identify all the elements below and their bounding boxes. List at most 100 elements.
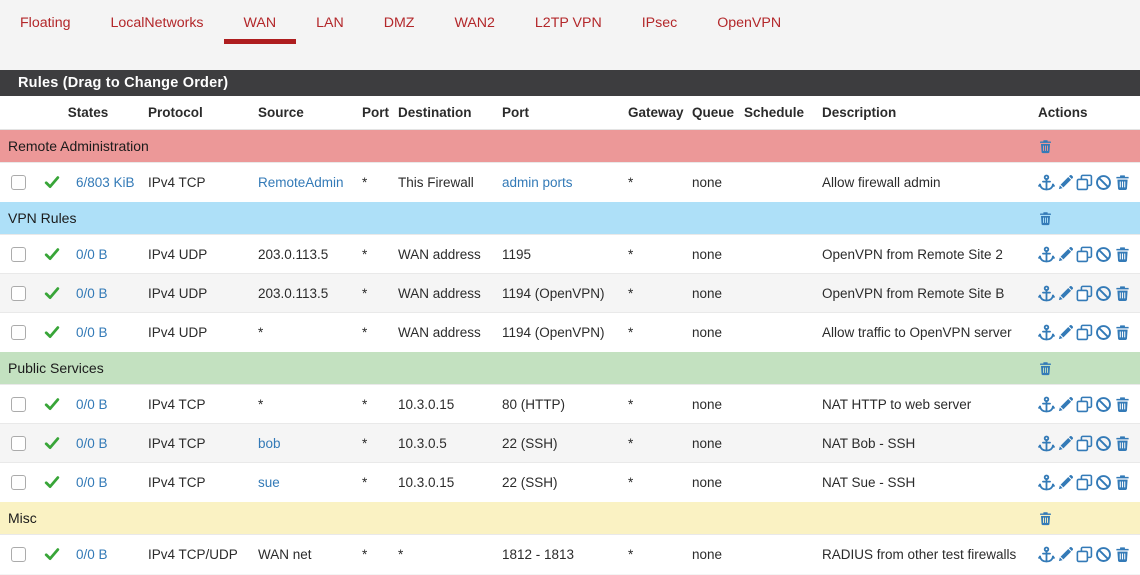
- states-link[interactable]: 6/803 KiB: [76, 174, 135, 190]
- move-anchor-icon[interactable]: [1038, 324, 1055, 341]
- row-checkbox[interactable]: [11, 396, 26, 412]
- source-port-cell: *: [354, 162, 390, 202]
- table-header-row: States Protocol Source Port Destination …: [0, 96, 1140, 130]
- row-checkbox[interactable]: [11, 435, 26, 451]
- edit-pencil-icon[interactable]: [1057, 246, 1074, 263]
- edit-pencil-icon[interactable]: [1057, 174, 1074, 191]
- row-checkbox[interactable]: [11, 547, 26, 563]
- delete-trash-icon[interactable]: [1114, 285, 1131, 302]
- disable-ban-icon[interactable]: [1095, 285, 1112, 302]
- states-link[interactable]: 0/0 B: [76, 435, 108, 451]
- edit-pencil-icon[interactable]: [1057, 546, 1074, 563]
- disable-ban-icon[interactable]: [1095, 396, 1112, 413]
- move-anchor-icon[interactable]: [1038, 174, 1055, 191]
- port-alias-link[interactable]: admin ports: [502, 174, 573, 190]
- delete-trash-icon[interactable]: [1038, 360, 1053, 377]
- tab-floating[interactable]: Floating: [20, 15, 71, 31]
- states-link[interactable]: 0/0 B: [76, 396, 108, 412]
- delete-trash-icon[interactable]: [1114, 435, 1131, 452]
- move-anchor-icon[interactable]: [1038, 474, 1055, 491]
- separator-row-remote-administration[interactable]: Remote Administration: [0, 129, 1140, 163]
- tab-wan[interactable]: WAN: [223, 6, 297, 44]
- disable-ban-icon[interactable]: [1095, 546, 1112, 563]
- queue-cell: none: [684, 462, 736, 502]
- delete-trash-icon[interactable]: [1114, 174, 1131, 191]
- copy-clone-icon[interactable]: [1076, 435, 1093, 452]
- row-checkbox[interactable]: [11, 474, 26, 490]
- row-checkbox[interactable]: [11, 285, 26, 301]
- row-checkbox[interactable]: [11, 174, 26, 190]
- checkbox-cell: [0, 234, 36, 274]
- delete-trash-icon[interactable]: [1114, 546, 1131, 563]
- disable-ban-icon[interactable]: [1095, 474, 1112, 491]
- source-alias-link[interactable]: sue: [258, 474, 280, 490]
- source-cell: *: [250, 312, 354, 352]
- delete-trash-icon[interactable]: [1114, 396, 1131, 413]
- move-anchor-icon[interactable]: [1038, 396, 1055, 413]
- destination-cell: *: [390, 534, 494, 574]
- states-link[interactable]: 0/0 B: [76, 285, 108, 301]
- tab-l2tp-vpn[interactable]: L2TP VPN: [534, 15, 602, 31]
- table-row[interactable]: 0/0 B IPv4 TCP/UDP WAN net * * 1812 - 18…: [0, 534, 1140, 574]
- table-row[interactable]: 0/0 B IPv4 TCP bob * 10.3.0.5 22 (SSH) *…: [0, 423, 1140, 463]
- table-row[interactable]: 6/803 KiB IPv4 TCP RemoteAdmin * This Fi…: [0, 162, 1140, 202]
- tab-localnetworks[interactable]: LocalNetworks: [110, 15, 204, 31]
- table-row[interactable]: 0/0 B IPv4 UDP 203.0.113.5 * WAN address…: [0, 273, 1140, 313]
- states-link[interactable]: 0/0 B: [76, 246, 108, 262]
- edit-pencil-icon[interactable]: [1057, 396, 1074, 413]
- move-anchor-icon[interactable]: [1038, 546, 1055, 563]
- states-link[interactable]: 0/0 B: [76, 546, 108, 562]
- separator-actions: [1030, 129, 1140, 163]
- status-cell: [36, 534, 68, 574]
- copy-clone-icon[interactable]: [1076, 324, 1093, 341]
- delete-trash-icon[interactable]: [1114, 474, 1131, 491]
- separator-row-misc[interactable]: Misc: [0, 501, 1140, 535]
- row-checkbox[interactable]: [11, 324, 26, 340]
- disable-ban-icon[interactable]: [1095, 246, 1112, 263]
- delete-trash-icon[interactable]: [1114, 246, 1131, 263]
- copy-clone-icon[interactable]: [1076, 546, 1093, 563]
- protocol-cell: IPv4 TCP: [140, 384, 250, 424]
- states-link[interactable]: 0/0 B: [76, 324, 108, 340]
- copy-clone-icon[interactable]: [1076, 474, 1093, 491]
- table-row[interactable]: 0/0 B IPv4 UDP * * WAN address 1194 (Ope…: [0, 312, 1140, 352]
- source-port-cell: *: [354, 423, 390, 463]
- separator-row-public-services[interactable]: Public Services: [0, 351, 1140, 385]
- table-row[interactable]: 0/0 B IPv4 TCP sue * 10.3.0.15 22 (SSH) …: [0, 462, 1140, 502]
- source-port-cell: *: [354, 462, 390, 502]
- disable-ban-icon[interactable]: [1095, 174, 1112, 191]
- disable-ban-icon[interactable]: [1095, 435, 1112, 452]
- edit-pencil-icon[interactable]: [1057, 474, 1074, 491]
- tab-ipsec[interactable]: IPsec: [641, 15, 678, 31]
- source-alias-link[interactable]: RemoteAdmin: [258, 174, 344, 190]
- separator-row-vpn-rules[interactable]: VPN Rules: [0, 201, 1140, 235]
- checkbox-cell: [0, 312, 36, 352]
- edit-pencil-icon[interactable]: [1057, 324, 1074, 341]
- delete-trash-icon[interactable]: [1114, 324, 1131, 341]
- header-source: Source: [250, 96, 354, 130]
- copy-clone-icon[interactable]: [1076, 174, 1093, 191]
- copy-clone-icon[interactable]: [1076, 396, 1093, 413]
- tab-dmz[interactable]: DMZ: [383, 15, 415, 31]
- move-anchor-icon[interactable]: [1038, 246, 1055, 263]
- delete-trash-icon[interactable]: [1038, 510, 1053, 527]
- row-checkbox[interactable]: [11, 246, 26, 262]
- copy-clone-icon[interactable]: [1076, 285, 1093, 302]
- delete-trash-icon[interactable]: [1038, 138, 1053, 155]
- states-link[interactable]: 0/0 B: [76, 474, 108, 490]
- move-anchor-icon[interactable]: [1038, 435, 1055, 452]
- table-row[interactable]: 0/0 B IPv4 TCP * * 10.3.0.15 80 (HTTP) *…: [0, 384, 1140, 424]
- delete-trash-icon[interactable]: [1038, 210, 1053, 227]
- tab-openvpn[interactable]: OpenVPN: [717, 15, 782, 31]
- tab-lan[interactable]: LAN: [316, 15, 344, 31]
- destination-port-cell: 22 (SSH): [494, 462, 620, 502]
- tab-wan2[interactable]: WAN2: [454, 15, 495, 31]
- edit-pencil-icon[interactable]: [1057, 285, 1074, 302]
- move-anchor-icon[interactable]: [1038, 285, 1055, 302]
- source-alias-link[interactable]: bob: [258, 435, 281, 451]
- table-row[interactable]: 0/0 B IPv4 UDP 203.0.113.5 * WAN address…: [0, 234, 1140, 274]
- disable-ban-icon[interactable]: [1095, 324, 1112, 341]
- edit-pencil-icon[interactable]: [1057, 435, 1074, 452]
- header-description: Description: [814, 96, 1030, 130]
- copy-clone-icon[interactable]: [1076, 246, 1093, 263]
